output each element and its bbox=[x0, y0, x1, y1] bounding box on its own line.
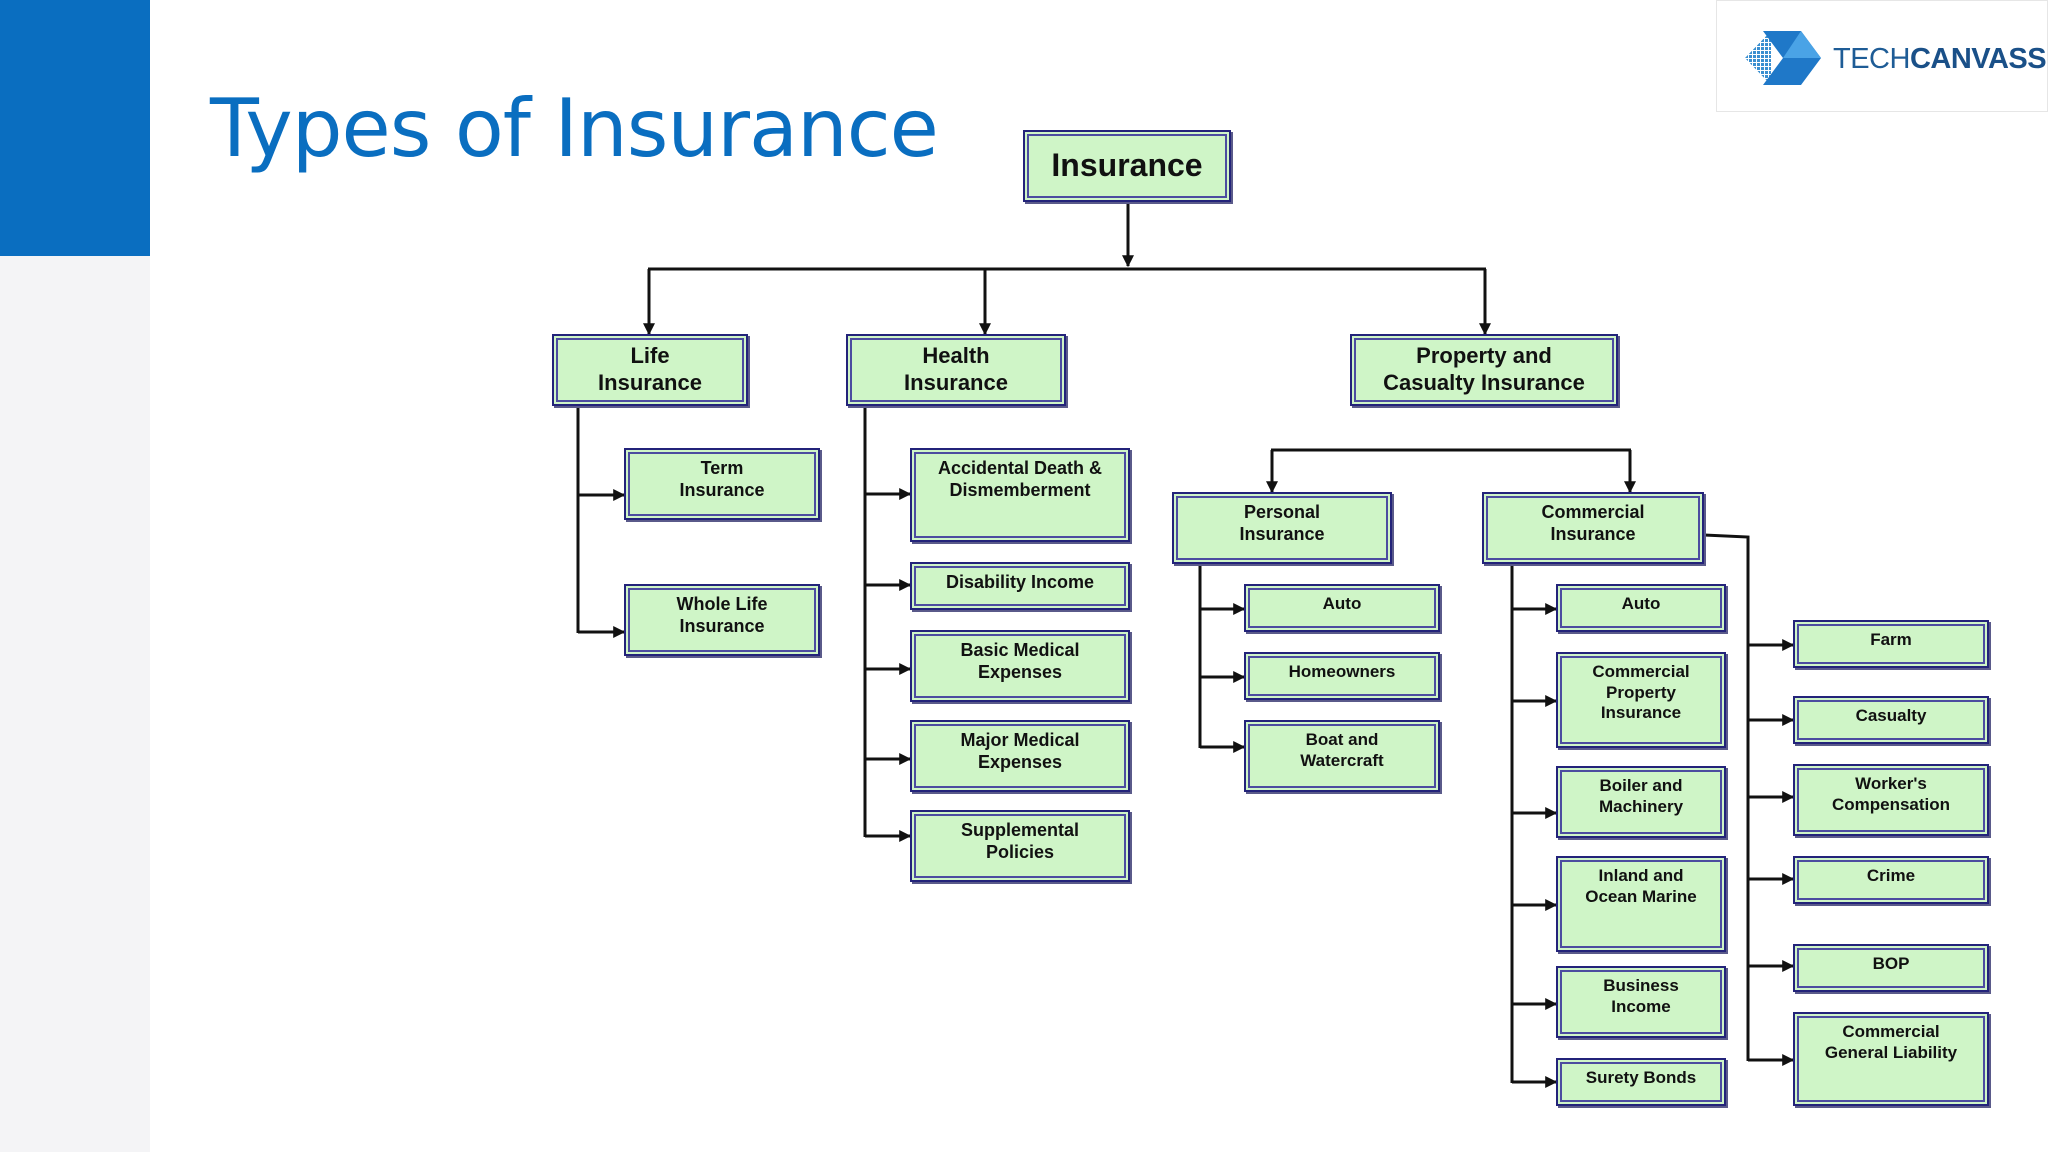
node-crime: Crime bbox=[1793, 856, 1989, 904]
logo-text-light: TECH bbox=[1833, 43, 1910, 75]
node-personal-auto: Auto bbox=[1244, 584, 1440, 632]
node-disability-income: Disability Income bbox=[910, 562, 1130, 610]
node-insurance: Insurance bbox=[1023, 130, 1231, 202]
node-farm: Farm bbox=[1793, 620, 1989, 668]
node-commercial-auto: Auto bbox=[1556, 584, 1726, 632]
slide-title: Types of Insurance bbox=[210, 82, 939, 175]
node-accidental-death: Accidental Death &Dismemberment bbox=[910, 448, 1130, 542]
node-bop: BOP bbox=[1793, 944, 1989, 992]
techcanvass-logo-icon bbox=[1745, 31, 1821, 85]
node-surety-bonds: Surety Bonds bbox=[1556, 1058, 1726, 1106]
node-casualty: Casualty bbox=[1793, 696, 1989, 744]
logo-text-bold: CANVASS bbox=[1909, 43, 2047, 75]
accent-block bbox=[0, 0, 150, 256]
logo-wordmark: TECHCANVASS bbox=[1833, 43, 2047, 76]
edge-commercial-right-trunk bbox=[1703, 533, 1750, 1061]
node-homeowners: Homeowners bbox=[1244, 652, 1440, 700]
